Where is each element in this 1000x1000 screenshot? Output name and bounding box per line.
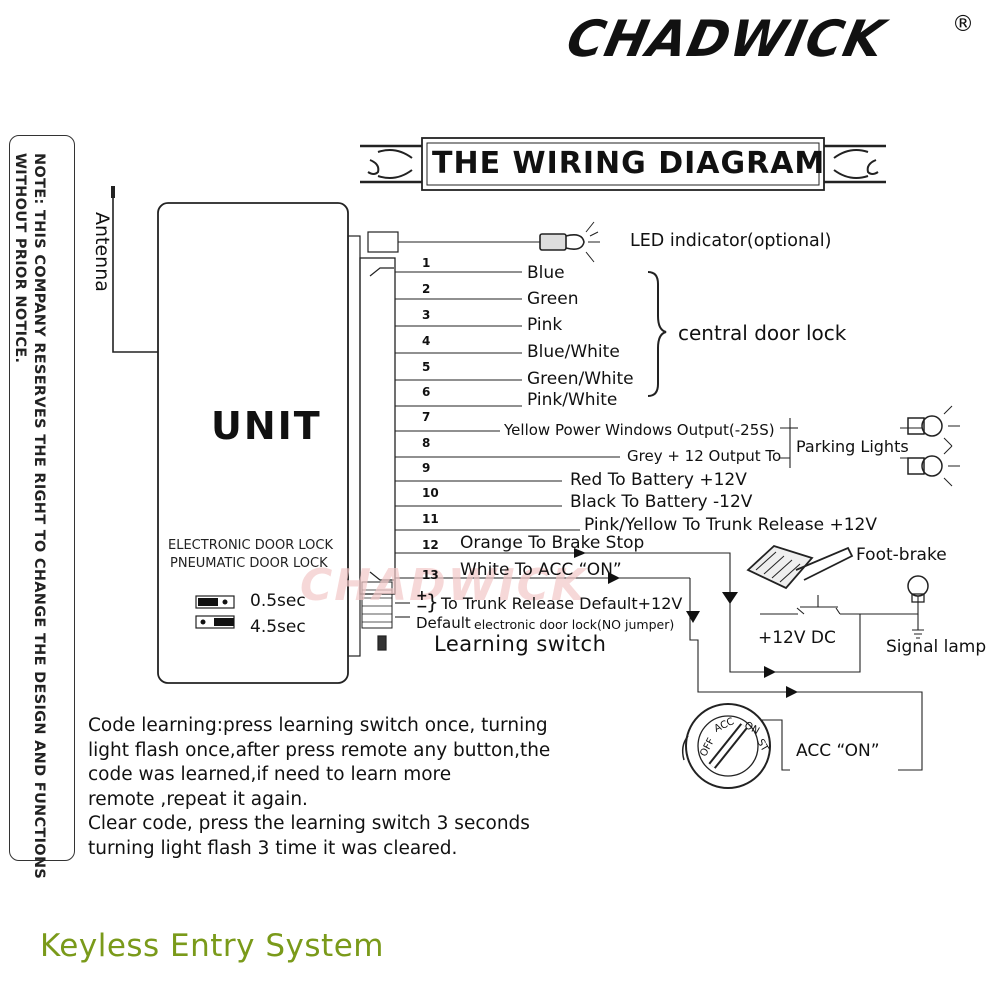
wire-label: Blue/White (527, 342, 620, 362)
note-box (9, 135, 75, 861)
wire-label: Grey + 12 Output To (627, 447, 782, 465)
wire-label: Yellow Power Windows Output(-25S) (504, 421, 775, 439)
unit-label: UNIT (211, 404, 322, 448)
wire-lines (395, 241, 924, 771)
parking-light-icon-1 (907, 405, 960, 447)
wire-num: 12 (422, 538, 439, 552)
instructions: Code learning:press learning switch once… (88, 714, 550, 861)
title-frame (360, 137, 886, 191)
wire-label: Red To Battery +12V (570, 470, 747, 490)
mode-line-2: PNEUMATIC DOOR LOCK (170, 556, 328, 571)
wire-num: 10 (422, 486, 439, 500)
jumper-minus: − (416, 599, 428, 615)
wire-num: 5 (422, 360, 431, 374)
jumper-plus: + (416, 588, 428, 604)
wire-num: 1 (422, 256, 431, 270)
parking-light-icon-2 (907, 445, 960, 487)
led-icon (539, 221, 600, 263)
wire-num: 11 (422, 512, 439, 526)
wire-num: 4 (422, 334, 431, 348)
instruction-line: turning light flash 3 time it was cleare… (88, 837, 458, 859)
learning-switch-icon[interactable] (377, 635, 387, 651)
wire-label: Orange To Brake Stop (460, 533, 645, 553)
trunk-release-label: To Trunk Release Default+12V (441, 594, 683, 613)
signal-lamp-icon (907, 575, 929, 603)
acc-on-label: ACC “ON” (796, 741, 880, 761)
footer-title: Keyless Entry System (40, 928, 384, 964)
mode-line-1: ELECTRONIC DOOR LOCK (168, 538, 333, 553)
door-lock-brace (647, 271, 667, 397)
wire-label: Green (527, 289, 579, 309)
instruction-line: code was learned,if need to learn more (88, 764, 452, 785)
default-word: Default (416, 614, 471, 632)
registered-mark: ® (952, 12, 974, 37)
diagram-title: THE WIRING DIAGRAM (432, 146, 826, 181)
jumper-brace: } (426, 590, 439, 614)
instruction-line: remote ,repeat it again. (88, 788, 308, 810)
wire-label: Pink (527, 315, 563, 335)
wire-label: White To ACC “ON” (460, 560, 622, 580)
antenna-label: Antenna (91, 212, 113, 292)
wire-num: 8 (422, 436, 431, 450)
foot-brake-label: Foot-brake (856, 545, 947, 565)
instruction-line: light flash once,after press remote any … (88, 739, 551, 761)
parking-lights-label: Parking Lights (796, 437, 909, 456)
jumper-icon-1 (195, 595, 235, 609)
wire-num: 2 (422, 282, 431, 296)
wire-label: Black To Battery -12V (570, 492, 753, 512)
ignition-switch-icon (681, 703, 771, 789)
jumper-label-1: 0.5sec (250, 591, 306, 611)
instruction-line: Clear code, press the learning switch 3 … (88, 813, 530, 834)
learning-switch-label: Learning switch (434, 632, 607, 656)
led-label: LED indicator(optional) (630, 231, 832, 251)
arrows (574, 548, 798, 698)
wire-num: 7 (422, 410, 431, 424)
antenna-wire (112, 192, 158, 353)
central-door-lock-label: central door lock (678, 321, 847, 345)
wire-label: Pink/White (527, 390, 618, 410)
wire-num: 9 (422, 461, 431, 475)
watermark: CHADWICK (300, 560, 587, 611)
wire-label: Blue (527, 263, 565, 283)
wire-num: 6 (422, 385, 431, 399)
wire-num: 13 (422, 568, 439, 582)
default-label: electronic door lock(NO jumper) (474, 617, 675, 632)
instruction-line: Code learning:press learning switch once… (88, 715, 548, 736)
dc-label: +12V DC (758, 628, 836, 648)
foot-brake-icon (746, 544, 854, 590)
wire-label: Green/White (527, 369, 634, 389)
wire-num: 3 (422, 308, 431, 322)
jumper-label-2: 4.5sec (250, 617, 306, 637)
signal-lamp-label: Signal lamp (886, 637, 987, 657)
wire-label: Pink/Yellow To Trunk Release +12V (584, 515, 877, 535)
